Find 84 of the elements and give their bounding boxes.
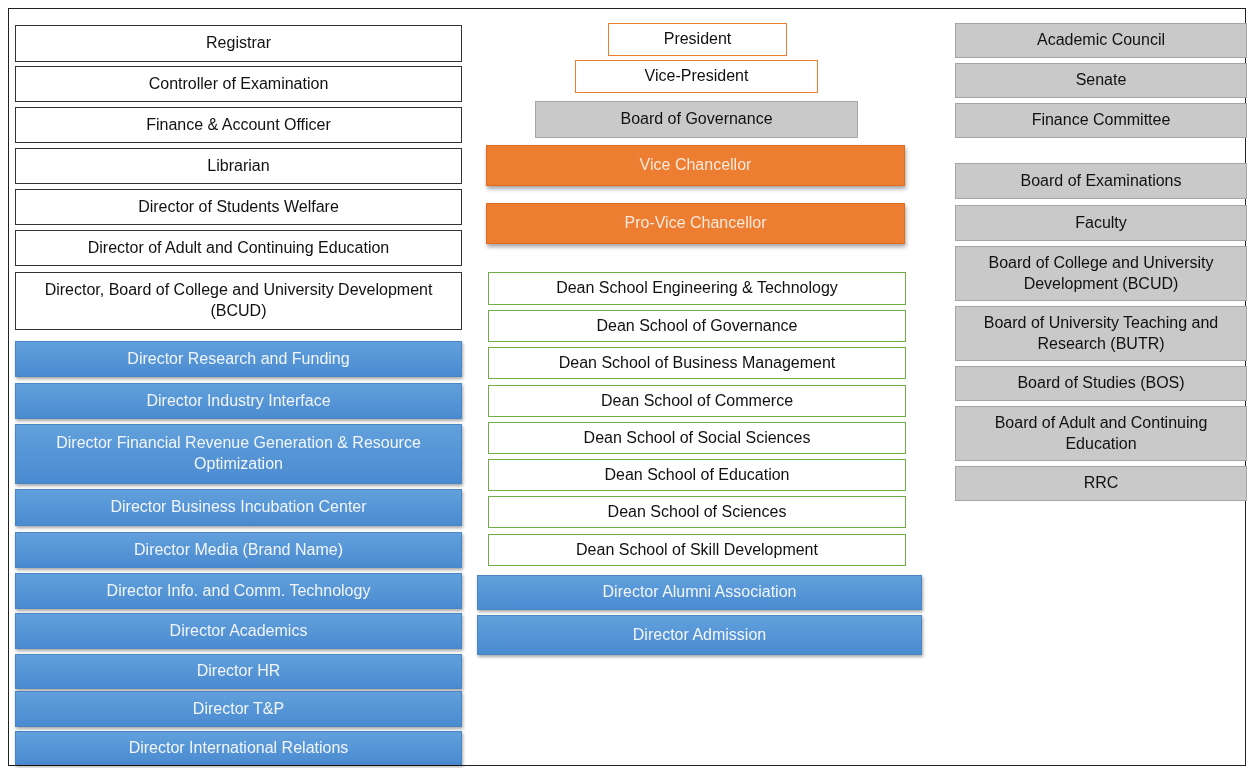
box-label: Director Academics — [169, 620, 308, 641]
director-box — [15, 654, 462, 689]
box-label: Director International Relations — [128, 737, 349, 758]
office-box — [15, 25, 462, 62]
box-label: Dean School of Skill Development — [576, 539, 818, 560]
box-label: Director Info. and Comm. Technology — [106, 580, 371, 601]
box-label: Pro-Vice Chancellor — [624, 213, 767, 234]
box-label: Dean School of Social Sciences — [583, 427, 811, 448]
dean-box — [488, 385, 906, 417]
director-box — [15, 341, 462, 377]
box-label: Director Financial Revenue Generation & Resource Optimization — [55, 433, 422, 474]
box-label: Board of College and University Development (BCUD) — [987, 252, 1215, 294]
director-box — [15, 731, 462, 765]
board-box — [955, 406, 1247, 461]
box-label: Board of Governance — [620, 109, 773, 130]
box-label: Director of Adult and Continuing Education — [87, 237, 390, 258]
board-box — [955, 246, 1247, 301]
board-box — [535, 101, 858, 138]
board-box — [955, 103, 1247, 138]
box-label: Vice-President — [644, 66, 749, 87]
box-label: Board of Adult and Continuing Education — [993, 412, 1209, 454]
board-box — [955, 163, 1247, 199]
box-label: Director Alumni Association — [602, 582, 797, 603]
board-box — [955, 23, 1247, 58]
office-box — [15, 230, 462, 266]
leadership-box — [575, 60, 818, 93]
leadership-box — [608, 23, 787, 56]
box-label: Director HR — [196, 661, 281, 682]
dean-box — [488, 459, 906, 491]
box-label: Dean School of Education — [604, 464, 790, 485]
director-box — [477, 575, 922, 610]
box-label: Board of Studies (BOS) — [1017, 373, 1185, 394]
director-box — [15, 383, 462, 419]
box-label: Director T&P — [192, 698, 285, 719]
box-label: Registrar — [206, 33, 271, 54]
director-box — [15, 532, 462, 568]
board-box — [955, 366, 1247, 401]
box-label: Dean School of Governance — [596, 315, 798, 336]
box-label: Director Research and Funding — [127, 348, 350, 369]
box-label: RRC — [1083, 473, 1119, 494]
director-box — [15, 424, 462, 484]
box-label: Dean School of Sciences — [607, 501, 787, 522]
board-box — [955, 466, 1247, 501]
dean-box — [488, 496, 906, 528]
director-box — [15, 613, 462, 649]
box-label: Finance Committee — [1031, 110, 1171, 131]
director-box — [477, 615, 922, 655]
box-label: Director Media (Brand Name) — [134, 539, 343, 560]
box-label: Librarian — [207, 155, 270, 176]
box-label: Controller of Examination — [148, 73, 329, 94]
box-label: Academic Council — [1036, 30, 1166, 51]
dean-box — [488, 310, 906, 342]
box-label: Board of University Teaching and Research (BUTR) — [982, 312, 1220, 354]
dean-box — [488, 422, 906, 454]
office-box — [15, 189, 462, 225]
chancellor-box — [486, 203, 905, 244]
box-label: Faculty — [1075, 212, 1127, 233]
board-box — [955, 63, 1247, 98]
box-label: Director Admission — [632, 624, 767, 645]
dean-box — [488, 272, 906, 305]
box-label: Director of Students Welfare — [138, 196, 339, 217]
director-box — [15, 489, 462, 526]
box-label: Dean School of Business Management — [558, 352, 836, 373]
dean-box — [488, 347, 906, 379]
box-label: Senate — [1075, 70, 1127, 91]
box-label: Dean School Engineering & Technology — [556, 278, 838, 299]
box-label: Director Business Incubation Center — [110, 497, 367, 518]
office-box — [15, 272, 462, 330]
office-box — [15, 148, 462, 184]
box-label: Director Industry Interface — [146, 390, 331, 411]
director-box — [15, 573, 462, 609]
box-label: Dean School of Commerce — [600, 390, 794, 411]
office-box — [15, 107, 462, 143]
chancellor-box — [486, 145, 905, 186]
board-box — [955, 205, 1247, 241]
dean-box — [488, 534, 906, 566]
office-box — [15, 66, 462, 102]
box-label: Finance & Account Officer — [146, 114, 331, 135]
box-label: Director, Board of College and University Development (BCUD) — [43, 280, 434, 321]
box-label: Vice Chancellor — [639, 155, 752, 176]
board-box — [955, 306, 1247, 361]
director-box — [15, 691, 462, 727]
box-label: President — [663, 29, 732, 50]
box-label: Board of Examinations — [1020, 170, 1182, 191]
